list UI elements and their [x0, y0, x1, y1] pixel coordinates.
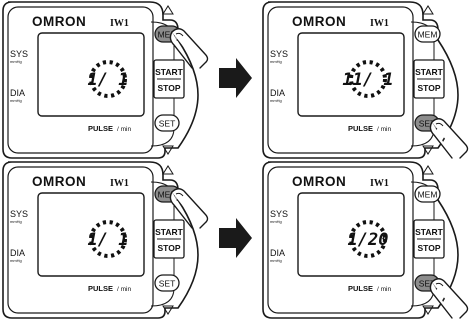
- mem-button-label: MEM: [418, 190, 438, 200]
- start-label: START: [155, 67, 184, 77]
- start-stop-button[interactable]: START STOP: [413, 59, 445, 99]
- finger-icon: [169, 188, 209, 229]
- brand-logo: OMRON: [32, 14, 86, 29]
- set-button-label: SET: [159, 119, 176, 129]
- model-label: IW1: [370, 18, 389, 29]
- pulse-unit-label: / min: [377, 286, 391, 293]
- stop-label: STOP: [158, 83, 181, 93]
- sys-unit-label: mmHg: [270, 219, 282, 224]
- finger-icon: [429, 118, 469, 159]
- mem-button[interactable]: MEM: [414, 25, 441, 43]
- pulse-unit-label: / min: [117, 126, 131, 133]
- set-button-label: SET: [419, 119, 436, 129]
- set-button-label: SET: [159, 279, 176, 289]
- sys-unit-label: mmHg: [10, 219, 22, 224]
- sys-unit-label: mmHg: [10, 59, 22, 64]
- mem-button-label: MEM: [158, 30, 178, 40]
- sys-unit-label: mmHg: [270, 59, 282, 64]
- pulse-label: PULSE: [348, 124, 373, 133]
- stop-label: STOP: [418, 83, 441, 93]
- start-label: START: [415, 227, 444, 237]
- model-label: IW1: [370, 178, 389, 189]
- set-button[interactable]: SET: [154, 274, 180, 292]
- pulse-label: PULSE: [348, 284, 373, 293]
- dia-label: DIA: [270, 248, 285, 258]
- stop-label: STOP: [418, 243, 441, 253]
- set-button[interactable]: SET: [154, 114, 180, 132]
- pulse-label: PULSE: [88, 124, 113, 133]
- pulse-label: PULSE: [88, 284, 113, 293]
- sys-label: SYS: [10, 49, 28, 59]
- pulse-unit-label: / min: [117, 286, 131, 293]
- pulse-unit-label: / min: [377, 126, 391, 133]
- dia-unit-label: mmHg: [270, 258, 282, 263]
- start-stop-button[interactable]: START STOP: [153, 59, 185, 99]
- mem-button-label: MEM: [418, 30, 438, 40]
- right-arrow-icon: [219, 58, 252, 98]
- stop-label: STOP: [158, 243, 181, 253]
- lcd-date-display: 1/20: [348, 230, 389, 250]
- dia-unit-label: mmHg: [10, 98, 22, 103]
- dia-unit-label: mmHg: [270, 98, 282, 103]
- lcd-date-display: 11/ 1: [342, 70, 393, 90]
- sys-label: SYS: [270, 209, 288, 219]
- start-stop-button[interactable]: START STOP: [153, 219, 185, 259]
- sys-label: SYS: [270, 49, 288, 59]
- finger-icon: [169, 28, 209, 69]
- set-button-label: SET: [419, 279, 436, 289]
- brand-logo: OMRON: [292, 174, 346, 189]
- right-arrow-icon: [219, 218, 252, 258]
- brand-logo: OMRON: [32, 174, 86, 189]
- dia-unit-label: mmHg: [10, 258, 22, 263]
- mem-button[interactable]: MEM: [414, 185, 441, 203]
- dia-label: DIA: [270, 88, 285, 98]
- lcd-date-display: 1/ 1: [88, 230, 129, 250]
- start-stop-button[interactable]: START STOP: [413, 219, 445, 259]
- mem-button-label: MEM: [158, 190, 178, 200]
- sys-label: SYS: [10, 209, 28, 219]
- model-label: IW1: [110, 178, 129, 189]
- finger-icon: [429, 278, 469, 319]
- start-label: START: [415, 67, 444, 77]
- brand-logo: OMRON: [292, 14, 346, 29]
- start-label: START: [155, 227, 184, 237]
- dia-label: DIA: [10, 88, 25, 98]
- lcd-date-display: 1/ 1: [88, 70, 129, 90]
- dia-label: DIA: [10, 248, 25, 258]
- model-label: IW1: [110, 18, 129, 29]
